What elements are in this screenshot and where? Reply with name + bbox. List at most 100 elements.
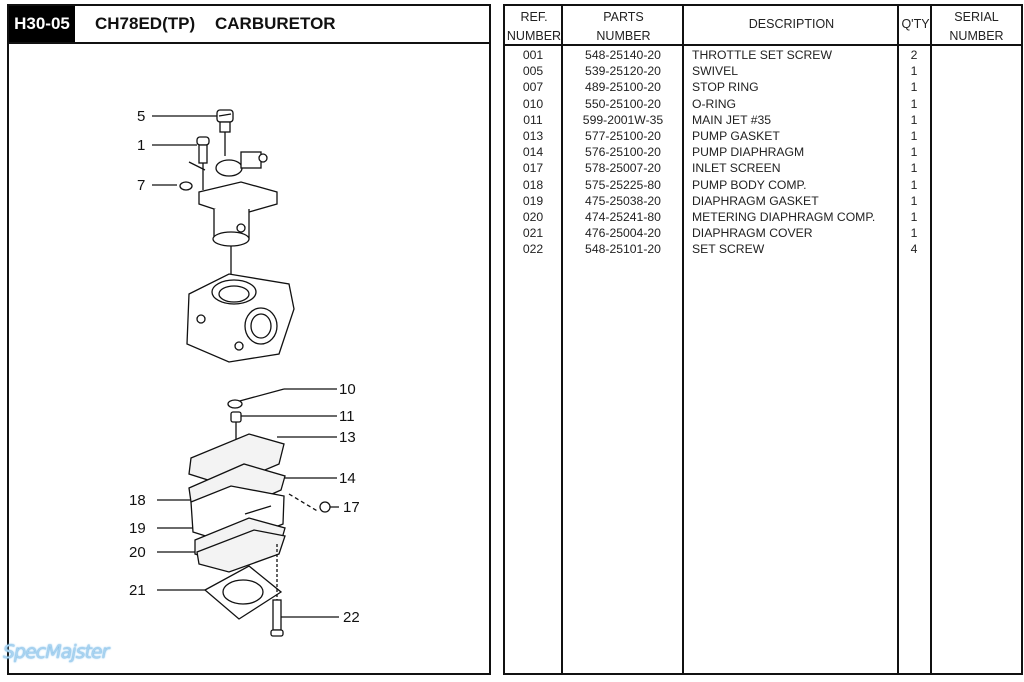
callout-22: 22 — [343, 609, 360, 626]
ref-number: 005 — [522, 64, 544, 79]
callout-5: 5 — [137, 108, 145, 125]
ref-number: 013 — [522, 128, 544, 143]
description: MAIN JET #35 — [692, 112, 772, 127]
pump-body-part — [198, 151, 278, 276]
quantity: 1 — [910, 161, 918, 176]
part-number: 550-25100-20 — [585, 96, 661, 111]
quantity: 1 — [910, 128, 918, 143]
description: SWIVEL — [692, 64, 739, 79]
part-number: 475-25038-20 — [585, 193, 661, 208]
description: METERING DIAPHRAGM COMP. — [692, 209, 876, 224]
ref-number: 018 — [522, 177, 544, 192]
ref-number: 020 — [522, 209, 544, 224]
throttle-screw-part — [196, 136, 210, 190]
column-divider — [684, 6, 899, 673]
swivel-part — [216, 109, 234, 156]
column-divider — [563, 6, 684, 673]
callout-13: 13 — [339, 429, 356, 446]
ref-number: 001 — [522, 48, 544, 62]
quantity: 1 — [910, 112, 918, 127]
ref-number: 007 — [522, 80, 544, 95]
description: SET SCREW — [692, 242, 765, 257]
quantity: 1 — [910, 96, 918, 111]
header-qty: Q'TY — [901, 17, 930, 31]
column-divider — [505, 6, 563, 673]
ref-number: 022 — [522, 242, 544, 257]
callout-19: 19 — [129, 520, 146, 537]
table-row: 020 474-25241-80 METERING DIAPHRAGM COMP. 1 — [505, 209, 1021, 225]
part-number: 539-25120-20 — [585, 64, 661, 79]
description: THROTTLE SET SCREW — [692, 48, 832, 62]
quantity: 1 — [910, 64, 918, 79]
part-number: 576-25100-20 — [585, 145, 661, 160]
parts-table: REF. NUMBER PARTS NUMBER DESCRIPTION Q'T… — [503, 4, 1023, 675]
description: PUMP DIAPHRAGM — [692, 145, 805, 160]
table-row: 014 576-25100-20 PUMP DIAPHRAGM 1 — [505, 144, 1021, 160]
table-row: 001 548-25140-20 THROTTLE SET SCREW 2 — [505, 47, 1021, 63]
quantity: 4 — [910, 242, 918, 257]
carburetor-body-part — [186, 273, 295, 363]
ref-number: 019 — [522, 193, 544, 208]
table-row: 021 476-25004-20 DIAPHRAGM COVER 1 — [505, 225, 1021, 241]
part-number: 474-25241-80 — [585, 209, 661, 224]
table-row: 017 578-25007-20 INLET SCREEN 1 — [505, 160, 1021, 176]
header-parts: PARTS NUMBER — [596, 10, 651, 43]
callout-10: 10 — [339, 381, 356, 398]
ref-number: 021 — [522, 226, 544, 241]
table-row: 007 489-25100-20 STOP RING 1 — [505, 79, 1021, 95]
watermark-logo: SpecMajster — [3, 641, 109, 663]
quantity: 2 — [910, 48, 918, 62]
column-divider — [899, 6, 932, 673]
model-name: CH78ED(TP) — [95, 14, 196, 33]
ref-number: 017 — [522, 161, 544, 176]
callout-7: 7 — [137, 177, 145, 194]
part-number: 489-25100-20 — [585, 80, 661, 95]
page-code: H30-05 — [9, 6, 75, 42]
callout-17: 17 — [343, 499, 360, 516]
callout-21: 21 — [129, 582, 146, 599]
ref-number: 011 — [523, 112, 543, 127]
table-header: REF. NUMBER PARTS NUMBER DESCRIPTION Q'T… — [505, 6, 1021, 46]
description: DIAPHRAGM COVER — [692, 226, 813, 241]
callout-18: 18 — [129, 492, 146, 509]
part-number: 575-25225-80 — [585, 177, 661, 192]
table-row: 019 475-25038-20 DIAPHRAGM GASKET 1 — [505, 193, 1021, 209]
table-row: 018 575-25225-80 PUMP BODY COMP. 1 — [505, 177, 1021, 193]
quantity: 1 — [910, 226, 918, 241]
header-description: DESCRIPTION — [748, 17, 835, 31]
callout-14: 14 — [339, 470, 356, 487]
diagram-panel: H30-05 CH78ED(TP) CARBURETOR — [7, 4, 491, 675]
callout-11: 11 — [339, 408, 355, 425]
callout-1: 1 — [137, 137, 145, 154]
description: STOP RING — [692, 80, 759, 95]
part-number: 578-25007-20 — [585, 161, 661, 176]
description: INLET SCREEN — [692, 161, 781, 176]
title-bar: H30-05 CH78ED(TP) CARBURETOR — [9, 6, 489, 44]
header-serial: SERIAL NUMBER — [949, 10, 1004, 43]
quantity: 1 — [910, 193, 918, 208]
quantity: 1 — [910, 209, 918, 224]
exploded-parts-diagram: 5 1 7 10 11 13 14 17 18 19 20 21 22 — [129, 108, 360, 637]
description: PUMP BODY COMP. — [692, 177, 807, 192]
description: DIAPHRAGM GASKET — [692, 193, 819, 208]
part-number: 548-25101-20 — [585, 242, 661, 257]
table-row: 011 599-2001W-35 MAIN JET #35 1 — [505, 112, 1021, 128]
part-number: 476-25004-20 — [585, 226, 661, 241]
quantity: 1 — [910, 177, 918, 192]
part-number: 548-25140-20 — [585, 48, 661, 62]
part-number: 599-2001W-35 — [582, 112, 664, 127]
ref-number: 010 — [522, 96, 544, 111]
table-row: 005 539-25120-20 SWIVEL 1 — [505, 63, 1021, 79]
description: O-RING — [692, 96, 737, 111]
ref-number: 014 — [522, 145, 544, 160]
description: PUMP GASKET — [692, 128, 780, 143]
table-row: 010 550-25100-20 O-RING 1 — [505, 96, 1021, 112]
callout-20: 20 — [129, 544, 146, 561]
section-title: CARBURETOR — [215, 14, 336, 33]
table-row: 022 548-25101-20 SET SCREW 4 — [505, 241, 1021, 257]
quantity: 1 — [910, 145, 918, 160]
header-ref: REF. NUMBER — [506, 10, 562, 43]
part-number: 577-25100-20 — [585, 128, 661, 143]
quantity: 1 — [910, 80, 918, 95]
table-body: 001 548-25140-20 THROTTLE SET SCREW 2 005 539… — [505, 47, 1021, 257]
